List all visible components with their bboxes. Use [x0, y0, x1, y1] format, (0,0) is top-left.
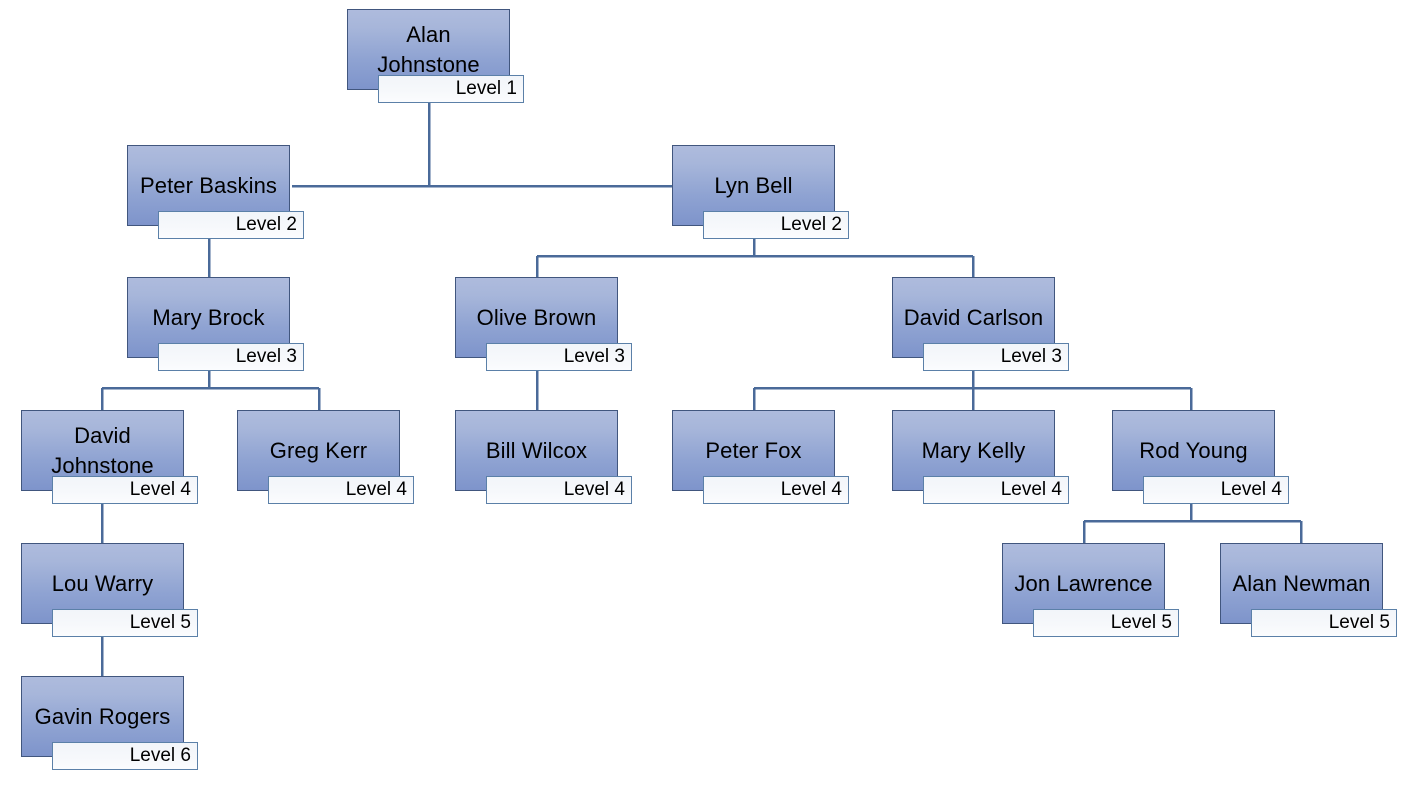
org-node-name-alan-newman: Alan Newman: [1232, 570, 1371, 596]
org-node-level-lyn-bell: Level 2: [703, 211, 849, 239]
org-node-name-peter-baskins: Peter Baskins: [139, 172, 278, 198]
org-node-level-rod-young: Level 4: [1143, 476, 1289, 504]
org-node-name-david-johnstone: David Johnstone: [51, 422, 154, 478]
org-node-name-mary-brock: Mary Brock: [152, 304, 265, 330]
org-node-level-jon-lawrence: Level 5: [1033, 609, 1179, 637]
org-node-name-mary-kelly: Mary Kelly: [921, 437, 1026, 463]
org-node-name-olive-brown: Olive Brown: [476, 304, 597, 330]
org-node-level-david-carlson: Level 3: [923, 343, 1069, 371]
org-node-name-gavin-rogers: Gavin Rogers: [34, 703, 171, 729]
org-node-level-bill-wilcox: Level 4: [486, 476, 632, 504]
org-node-level-david-johnstone: Level 4: [52, 476, 198, 504]
org-node-name-bill-wilcox: Bill Wilcox: [485, 437, 588, 463]
org-node-level-gavin-rogers: Level 6: [52, 742, 198, 770]
org-node-name-lou-warry: Lou Warry: [51, 570, 154, 596]
org-node-name-peter-fox: Peter Fox: [705, 437, 802, 463]
org-node-level-mary-brock: Level 3: [158, 343, 304, 371]
org-node-level-alan-newman: Level 5: [1251, 609, 1397, 637]
org-node-level-peter-baskins: Level 2: [158, 211, 304, 239]
org-node-level-lou-warry: Level 5: [52, 609, 198, 637]
org-node-level-peter-fox: Level 4: [703, 476, 849, 504]
org-node-level-olive-brown: Level 3: [486, 343, 632, 371]
org-node-name-david-carlson: David Carlson: [903, 304, 1044, 330]
org-node-name-rod-young: Rod Young: [1139, 437, 1248, 463]
org-node-level-mary-kelly: Level 4: [923, 476, 1069, 504]
org-node-name-greg-kerr: Greg Kerr: [269, 437, 368, 463]
org-node-level-greg-kerr: Level 4: [268, 476, 414, 504]
org-node-name-jon-lawrence: Jon Lawrence: [1014, 570, 1153, 596]
org-node-level-alan-johnstone: Level 1: [378, 75, 524, 103]
org-node-name-alan-johnstone: Alan Johnstone: [377, 21, 480, 77]
org-node-name-lyn-bell: Lyn Bell: [714, 172, 793, 198]
org-node-box-lou-warry[interactable]: Lou Warry: [21, 543, 184, 624]
